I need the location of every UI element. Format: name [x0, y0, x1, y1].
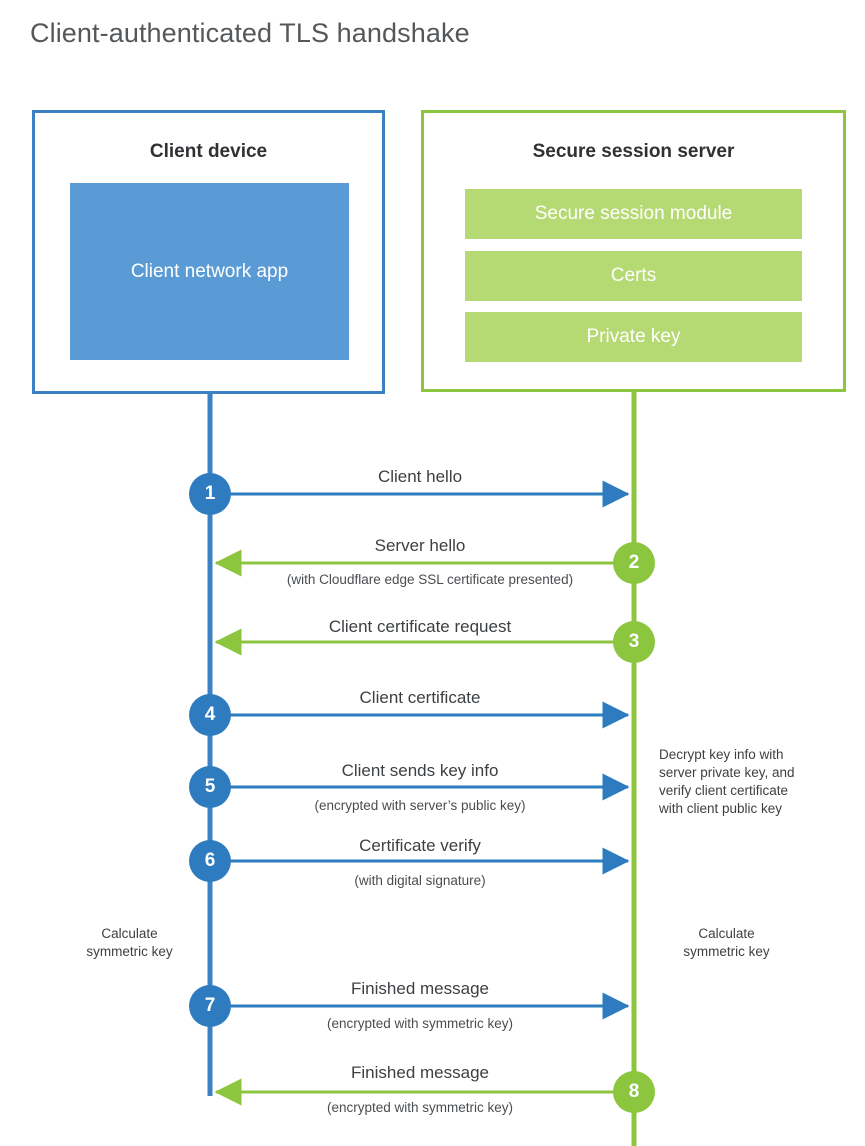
step-label-6: Certificate verify	[359, 836, 481, 855]
server-component-secure-session-module: Secure session module	[465, 189, 802, 239]
server-component-private-key: Private key	[465, 312, 802, 362]
client-calculate-key-annotation: Calculate symmetric key	[62, 925, 197, 961]
client-calculate-line-1: Calculate	[101, 926, 158, 941]
server-calculate-line-1: Calculate	[698, 926, 755, 941]
step-circle-6: 6	[189, 840, 231, 882]
step-circle-7: 7	[189, 985, 231, 1027]
step-circle-1: 1	[189, 473, 231, 515]
step-circle-3: 3	[613, 621, 655, 663]
step-sublabel-5: (encrypted with server’s public key)	[314, 798, 526, 813]
step-label-5: Client sends key info	[341, 761, 499, 780]
step-circle-8: 8	[613, 1071, 655, 1113]
step-label-7: Finished message	[351, 979, 489, 998]
step-circle-5: 5	[189, 766, 231, 808]
step-circle-4: 4	[189, 694, 231, 736]
step-label-1: Client hello	[377, 467, 463, 486]
client-calculate-line-2: symmetric key	[86, 944, 173, 959]
step-circle-2: 2	[613, 542, 655, 584]
step-sublabel-2: (with Cloudflare edge SSL certificate pr…	[286, 572, 574, 587]
step-label-4: Client certificate	[359, 688, 481, 707]
step-sublabel-7: (encrypted with symmetric key)	[326, 1016, 514, 1031]
step-sublabel-6: (with digital signature)	[354, 873, 486, 888]
step-label-8: Finished message	[351, 1063, 489, 1082]
server-calculate-key-annotation: Calculate symmetric key	[659, 925, 794, 961]
secure-session-server-box: Secure session server Secure session mod…	[421, 110, 846, 392]
server-decrypt-annotation: Decrypt key info with server private key…	[659, 746, 849, 818]
server-decrypt-line-1: Decrypt key info with	[659, 747, 784, 762]
server-calculate-line-2: symmetric key	[683, 944, 770, 959]
server-component-certs: Certs	[465, 251, 802, 301]
secure-session-server-title: Secure session server	[532, 141, 735, 162]
page-title: Client-authenticated TLS handshake	[30, 18, 470, 48]
client-device-title: Client device	[149, 141, 268, 162]
server-decrypt-line-4: with client public key	[659, 801, 783, 816]
step-label-2: Server hello	[374, 536, 466, 555]
server-decrypt-line-2: server private key, and	[659, 765, 795, 780]
client-device-box: Client device Client network app	[32, 110, 385, 394]
step-label-3: Client certificate request	[328, 617, 512, 636]
client-network-app-block: Client network app	[70, 183, 349, 360]
server-decrypt-line-3: verify client certificate	[659, 783, 789, 798]
step-sublabel-8: (encrypted with symmetric key)	[326, 1100, 514, 1115]
